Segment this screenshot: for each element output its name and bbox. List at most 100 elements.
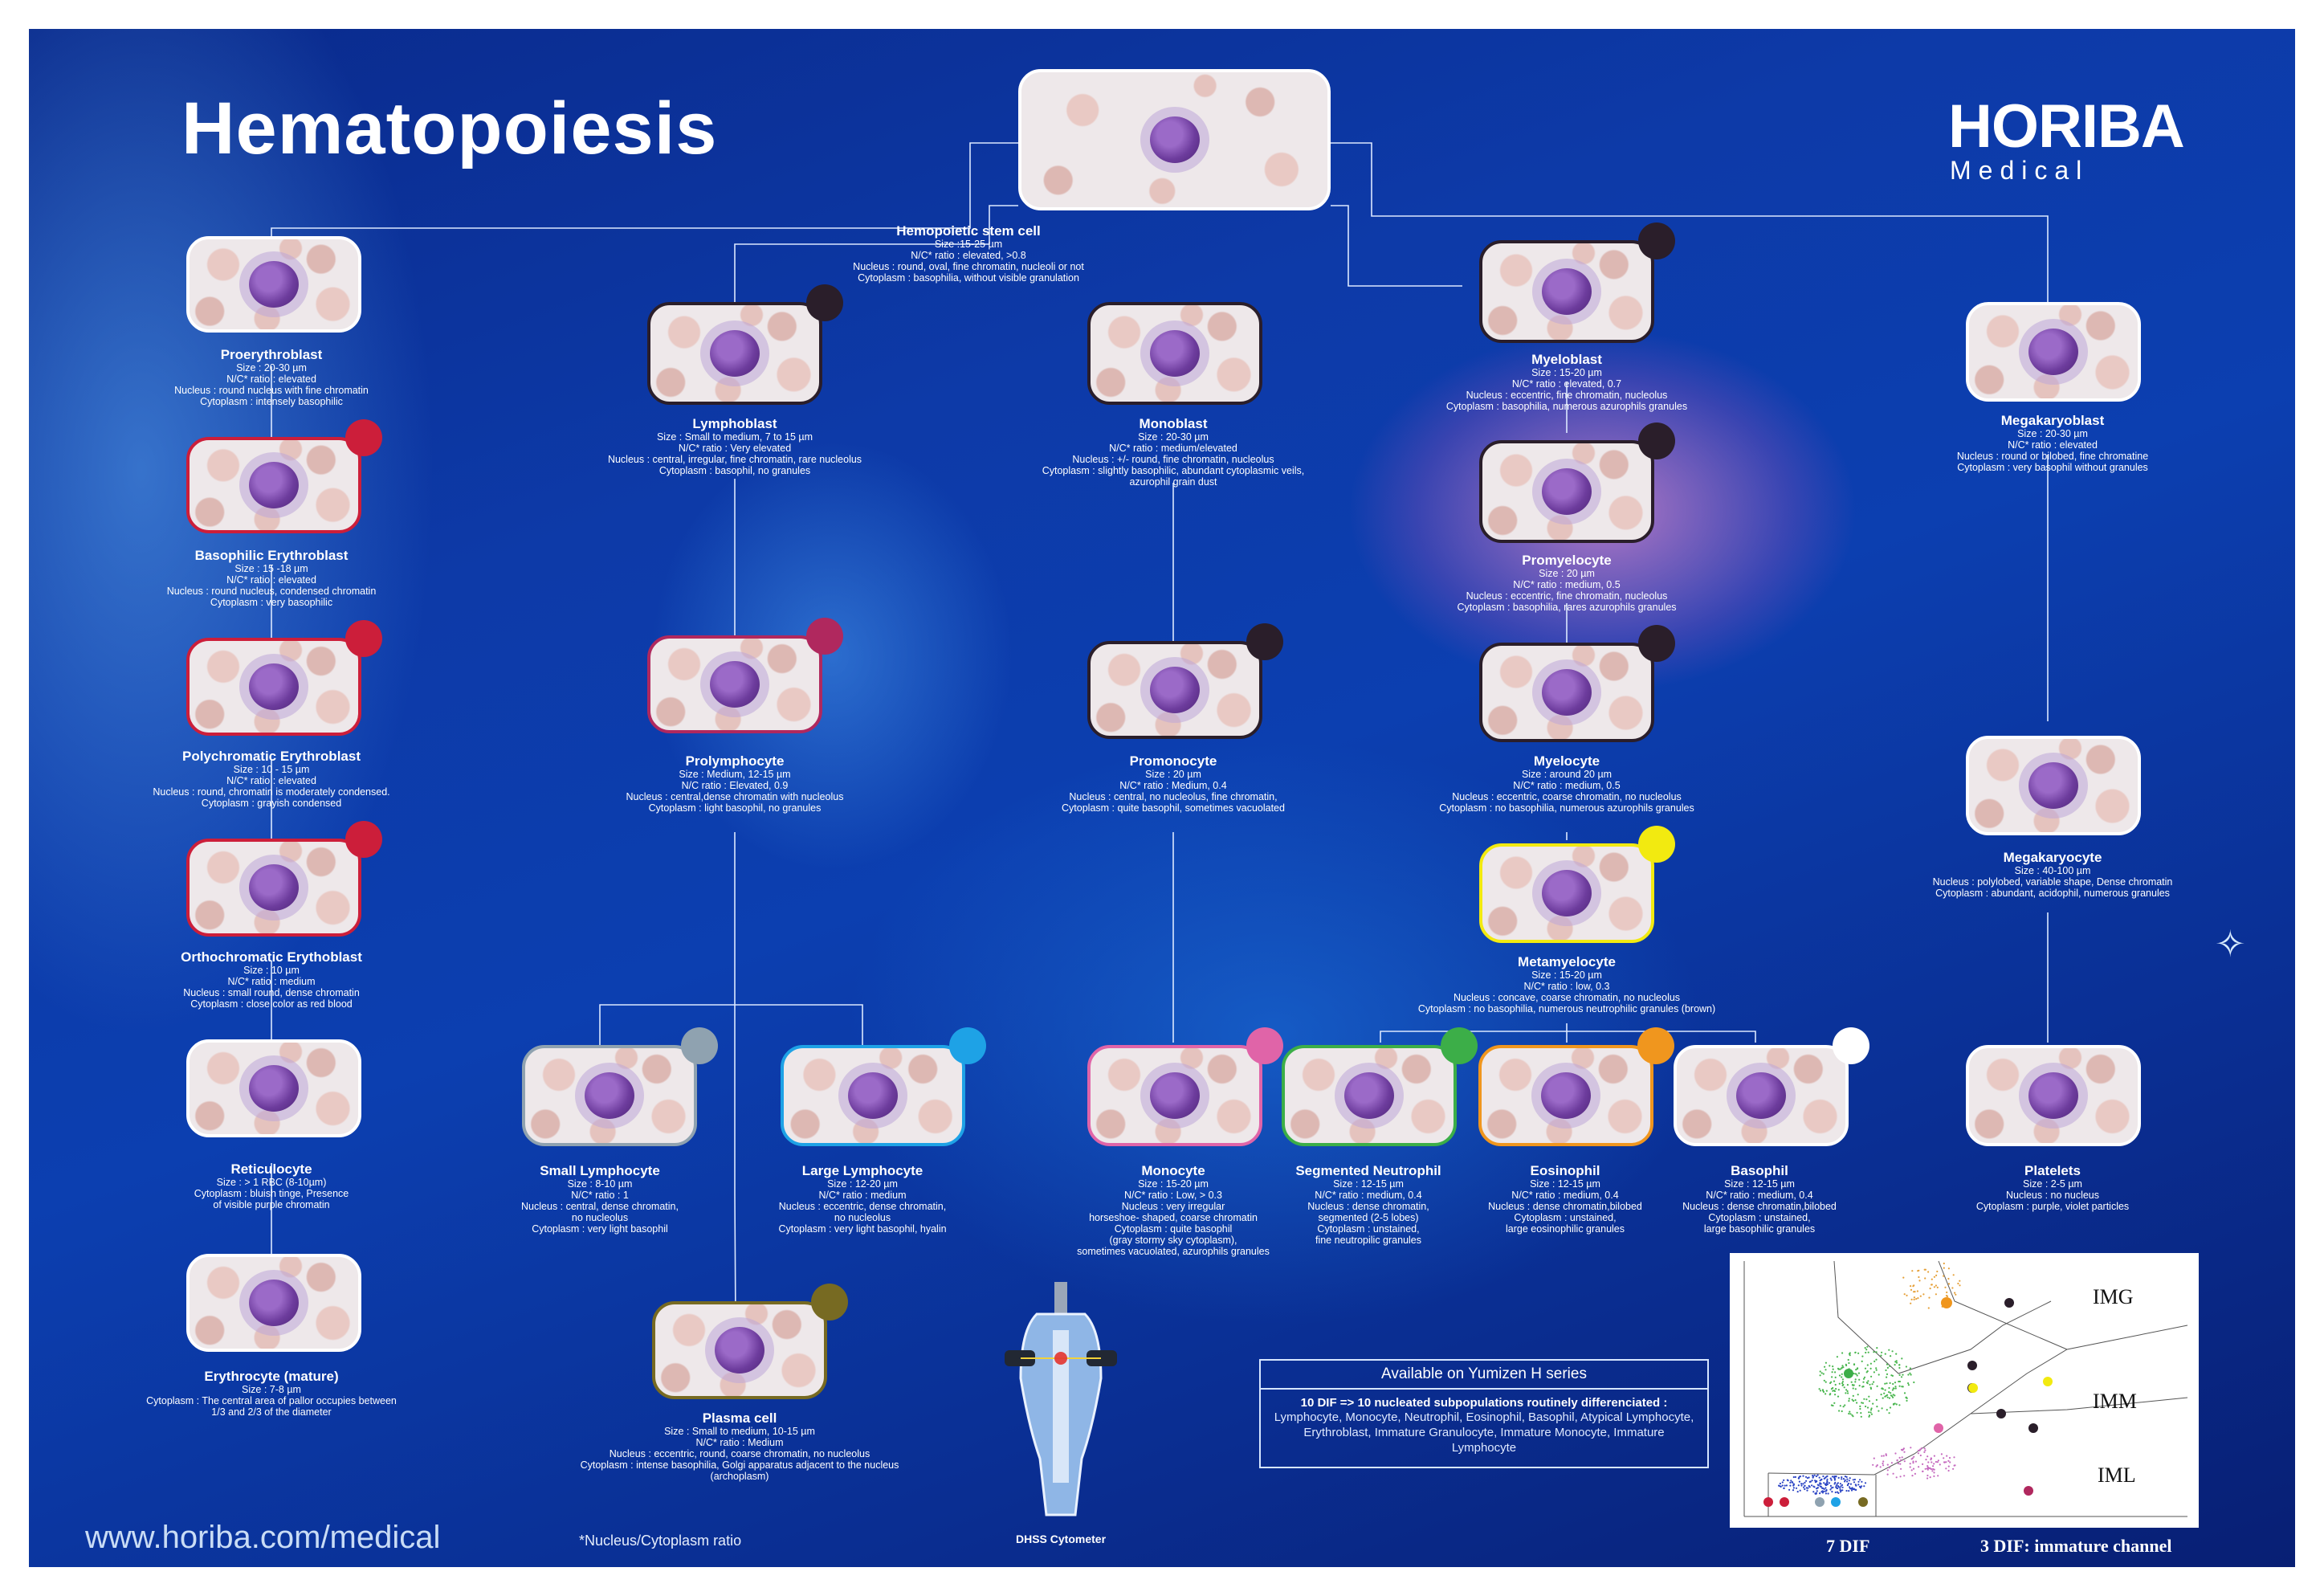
cell-nucleus: [710, 661, 760, 708]
cell-detail-line: sometimes vacuolated, azurophils granule…: [1077, 1246, 1270, 1257]
lineage-badge: [1638, 826, 1675, 863]
cell-detail-line: Cytoplasm : unstained,: [1708, 1212, 1811, 1223]
cell-detail-line: Nucleus : round, oval, fine chromatin, n…: [853, 261, 1084, 272]
cell-detail-line: no nucleolus: [834, 1212, 891, 1223]
cell-name: Hemopoietic stem cell: [896, 223, 1041, 239]
cell-detail-line: N/C* ratio : medium, 0.5: [1513, 579, 1621, 590]
cell-name: Small Lymphocyte: [540, 1163, 660, 1178]
lineage-badge: [1246, 623, 1283, 660]
cell-detail-line: Cytoplasm : slightly basophilic, abundan…: [1042, 465, 1305, 476]
cell-detail-line: Cytoplasm : no basophilia, numerous azur…: [1439, 802, 1694, 814]
cell-image-erythrocyte-mature: [186, 1254, 361, 1352]
brand-logo: HORIBA: [1948, 92, 2185, 161]
cell-detail-line: of visible purple chromatin: [213, 1199, 330, 1210]
cell-detail-line: Nucleus : polylobed, variable shape, Den…: [1932, 876, 2173, 888]
cell-detail-line: Nucleus : round nucleus, condensed chrom…: [166, 586, 377, 597]
cell-detail-line: Size : Small to medium, 10-15 µm: [664, 1426, 815, 1437]
cell-detail-line: Size : Small to medium, 7 to 15 µm: [656, 431, 813, 443]
cell-detail-line: 1/3 and 2/3 of the diameter: [211, 1406, 332, 1418]
cell-detail-line: N/C* ratio : elevated: [226, 775, 316, 786]
cell-nucleus: [249, 1280, 299, 1326]
cell-detail-line: Size : 12-15 µm: [1724, 1178, 1795, 1190]
cell-detail-line: Size : 20-30 µm: [2017, 428, 2088, 439]
cell-detail-line: Nucleus : central,dense chromatin with n…: [626, 791, 844, 802]
cell-nucleus: [1542, 669, 1592, 716]
cell-detail-line: N/C* ratio : 1: [571, 1190, 629, 1201]
cell-name: Myelocyte: [1533, 753, 1600, 769]
website-url[interactable]: www.horiba.com/medical: [85, 1520, 441, 1555]
cell-nucleus: [249, 1065, 299, 1112]
cell-detail-line: horseshoe- shaped, coarse chromatin: [1089, 1212, 1258, 1223]
cell-detail-line: N/C* ratio : medium/elevated: [1109, 443, 1237, 454]
cell-detail-line: Nucleus : concave, coarse chromatin, no …: [1453, 992, 1681, 1003]
lineage-badge: [1246, 1027, 1283, 1064]
cell-name: Eosinophil: [1530, 1163, 1600, 1178]
cell-image-monocyte: [1087, 1045, 1262, 1146]
cell-detail-line: Cytoplasm : basophilia, rares azurophils…: [1457, 602, 1677, 613]
cell-nucleus: [715, 1327, 764, 1374]
cell-detail-line: N/C* ratio : medium: [818, 1190, 907, 1201]
cell-nucleus: [1541, 1072, 1591, 1119]
cell-name: Promonocyte: [1129, 753, 1217, 769]
cell-image-eosinophil: [1478, 1045, 1653, 1146]
cell-detail-line: Nucleus : +/- round, fine chromatin, nuc…: [1072, 454, 1274, 465]
cell-detail-line: large basophilic granules: [1703, 1223, 1816, 1235]
cell-nucleus: [1542, 870, 1592, 916]
cell-detail-line: N/C* ratio : medium: [227, 976, 316, 987]
cell-image-polychromatic-erythroblast: [186, 638, 361, 736]
cell-name: Large Lymphocyte: [801, 1163, 923, 1178]
cell-nucleus: [710, 330, 760, 377]
cell-detail-line: Size : 20-30 µm: [1138, 431, 1209, 443]
cell-detail-line: N/C* ratio : elevated: [226, 574, 316, 586]
cell-detail-line: Nucleus : round or bilobed, fine chromat…: [1956, 451, 2149, 462]
cell-detail-line: Cytoplasm : bluish tinge, Presence: [194, 1188, 349, 1199]
yumizen-line-1: 10 DIF => 10 nucleated subpopulations ro…: [1300, 1396, 1668, 1410]
cell-image-large-lymphocyte: [781, 1045, 965, 1146]
cell-detail-line: Cytoplasm : intensely basophilic: [200, 396, 343, 407]
cell-name: Basophilic Erythroblast: [194, 548, 349, 563]
cell-detail-line: N/C* ratio : elevated: [2008, 439, 2098, 451]
cell-detail-line: Size : 20 µm: [1145, 769, 1201, 780]
yumizen-header: Available on Yumizen H series: [1261, 1361, 1707, 1390]
cell-detail-line: N/C* ratio : Very elevated: [678, 443, 792, 454]
cell-detail-line: N/C* ratio : elevated, 0.7: [1511, 378, 1622, 390]
cell-image-platelets: [1966, 1045, 2141, 1146]
lineage-badge: [681, 1027, 718, 1064]
cell-name: Segmented Neutrophil: [1295, 1163, 1441, 1178]
cell-detail-line: Size : 12-15 µm: [1530, 1178, 1600, 1190]
cell-detail-line: Size : 12-15 µm: [1333, 1178, 1404, 1190]
cell-nucleus: [249, 864, 299, 911]
cell-detail-line: Cytoplasm : basophil, no granules: [658, 465, 811, 476]
cell-detail-line: Cytoplasm : unstained,: [1317, 1223, 1420, 1235]
cytometer-label: DHSS Cytometer: [1015, 1533, 1107, 1545]
cell-nucleus: [2028, 1072, 2078, 1119]
cell-name: Reticulocyte: [230, 1161, 312, 1177]
cell-detail-line: Size : > 1 RBC (8-10µm): [216, 1177, 327, 1188]
cell-nucleus: [249, 663, 299, 710]
cell-detail-line: Cytoplasm : very light basophil: [532, 1223, 668, 1235]
cell-detail-line: Cytoplasm : intense basophilia, Golgi ap…: [580, 1459, 899, 1482]
cell-name: Proerythroblast: [220, 347, 323, 362]
cell-detail-line: Cytoplasm : unstained,: [1514, 1212, 1617, 1223]
cell-name: Myeloblast: [1531, 352, 1602, 367]
cell-detail-line: Cytoplasm : light basophil, no granules: [648, 802, 822, 814]
zone-img-label: IMG: [2093, 1285, 2134, 1308]
lineage-badge: [806, 618, 843, 655]
cell-image-small-lymphocyte: [522, 1045, 697, 1146]
cell-detail-line: Size : 15-20 µm: [1138, 1178, 1209, 1190]
cell-nucleus: [2028, 762, 2078, 809]
cell-detail-line: Size : 20-30 µm: [236, 362, 307, 373]
poster-title: Hematopoiesis: [181, 88, 718, 169]
cell-detail-line: Size : 7-8 µm: [242, 1384, 301, 1395]
cell-detail-line: Cytoplasm : very basophil without granul…: [1957, 462, 2148, 473]
